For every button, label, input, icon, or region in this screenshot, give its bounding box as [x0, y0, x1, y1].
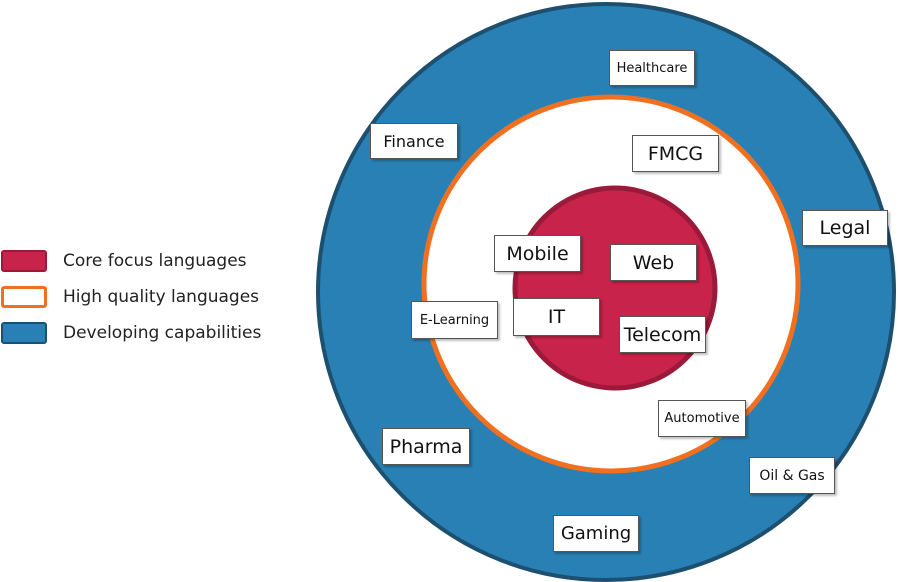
sector-tag: Legal [802, 210, 888, 246]
legend-label-high-quality: High quality languages [63, 287, 260, 307]
legend-item-developing: Developing capabilities [0, 320, 290, 350]
sector-tag: Oil & Gas [749, 457, 835, 494]
legend-item-high-quality: High quality languages [0, 284, 290, 314]
sector-tag: Mobile [494, 235, 581, 272]
core-circle [512, 185, 718, 391]
sector-tag: Automotive [658, 400, 746, 437]
core-swatch [1, 250, 47, 272]
sector-tag: Pharma [382, 428, 470, 465]
legend-item-core: Core focus languages [0, 248, 290, 278]
sector-tag: FMCG [632, 135, 719, 172]
legend-label-core: Core focus languages [63, 251, 247, 271]
sector-tag: Finance [370, 123, 458, 159]
sector-tag: E-Learning [411, 301, 498, 339]
sector-tag: Gaming [553, 515, 639, 552]
sector-tag: Web [610, 244, 697, 281]
sector-tag: Telecom [619, 316, 706, 353]
sector-tag: Healthcare [609, 50, 695, 86]
legend-label-developing: Developing capabilities [63, 323, 262, 343]
sector-tag: IT [513, 298, 600, 336]
developing-swatch [1, 322, 47, 344]
high-quality-swatch [1, 286, 47, 308]
